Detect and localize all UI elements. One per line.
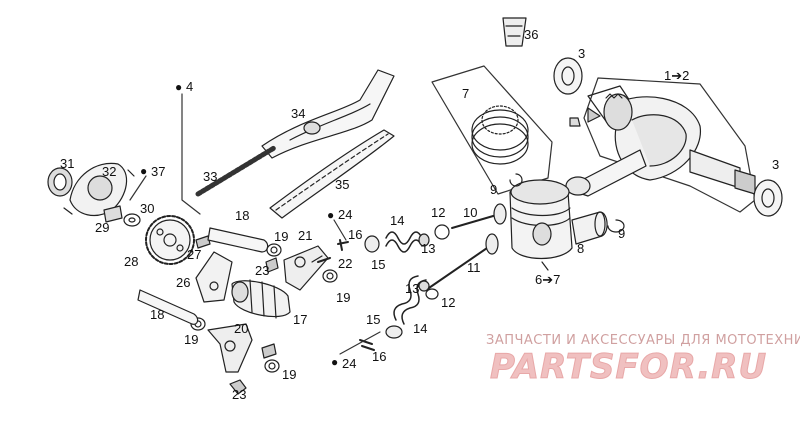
label-20: 20	[234, 321, 249, 336]
label-11: 11	[467, 260, 481, 275]
label-13: 13	[405, 281, 420, 296]
plate-26	[195, 251, 233, 303]
label-32: 32	[102, 164, 117, 179]
label-16: 16	[348, 227, 363, 242]
label-4: 4	[186, 79, 194, 94]
oil-drop-icon: ●	[331, 355, 339, 369]
rocker-arm-lower	[207, 323, 253, 373]
chain-guide-35	[269, 129, 395, 219]
piston-pin	[571, 211, 608, 245]
label-14: 14	[413, 321, 428, 336]
thrust-washer-left	[553, 57, 583, 95]
cam-sprocket	[145, 215, 195, 265]
label-19: 19	[282, 367, 297, 382]
rocker-arm-upper	[283, 245, 329, 291]
label-9: 9	[618, 226, 626, 241]
valve-spring-lower	[393, 275, 419, 321]
intake-valve	[451, 213, 501, 229]
label-12: 12	[431, 205, 446, 220]
label-18: 18	[150, 307, 165, 322]
exhaust-valve	[425, 245, 491, 291]
label-31: 31	[60, 156, 75, 171]
oil-drop-icon: ●	[327, 208, 335, 222]
watermark-subtitle: ЗАПЧАСТИ И АКСЕССУАРЫ ДЛЯ МОТОТЕХНИКИ	[486, 333, 800, 348]
watermark-brand: PARTSFOR.RU	[489, 347, 768, 388]
label-23: 23	[232, 387, 247, 402]
bearing-shell	[502, 17, 527, 47]
label-33: 33	[203, 169, 218, 184]
label-37: 37	[151, 164, 166, 179]
label-28: 28	[124, 254, 139, 269]
label-29: 29	[95, 220, 110, 235]
label-16: 16	[372, 349, 387, 364]
label-14: 14	[390, 213, 405, 228]
label-1-2: 1➔2	[664, 68, 690, 83]
label-15: 15	[366, 312, 381, 327]
label-30: 30	[140, 201, 155, 216]
label-12: 12	[441, 295, 456, 310]
label-15: 15	[371, 257, 386, 272]
camshaft	[231, 279, 291, 319]
oil-drop-icon: ●	[175, 80, 183, 94]
crankshaft	[565, 77, 756, 213]
thrust-washer-right	[753, 179, 783, 217]
label-24: 24	[338, 207, 353, 222]
label-36: 36	[524, 27, 539, 42]
label-35: 35	[335, 177, 350, 192]
label-27: 27	[187, 247, 202, 262]
label-17: 17	[293, 312, 308, 327]
label-21: 21	[298, 228, 313, 243]
chain-guide-34	[261, 69, 395, 159]
label-13: 13	[421, 241, 436, 256]
piston	[509, 179, 573, 259]
label-3: 3	[578, 46, 586, 61]
label-8: 8	[577, 241, 585, 256]
label-23: 23	[255, 263, 270, 278]
label-19: 19	[274, 229, 289, 244]
timing-chain	[195, 145, 277, 197]
label-24: 24	[342, 356, 357, 371]
oil-drop-icon: ●	[140, 164, 148, 178]
label-10: 10	[463, 205, 478, 220]
valve-spring-upper	[385, 231, 423, 245]
label-6-7: 6➔7	[535, 272, 561, 287]
label-19: 19	[336, 290, 351, 305]
label-9: 9	[490, 182, 498, 197]
label-18: 18	[235, 208, 250, 223]
label-34: 34	[291, 106, 306, 121]
label-22: 22	[338, 256, 353, 271]
label-19: 19	[184, 332, 199, 347]
label-3: 3	[772, 157, 780, 172]
label-26: 26	[176, 275, 191, 290]
label-7: 7	[462, 86, 470, 101]
